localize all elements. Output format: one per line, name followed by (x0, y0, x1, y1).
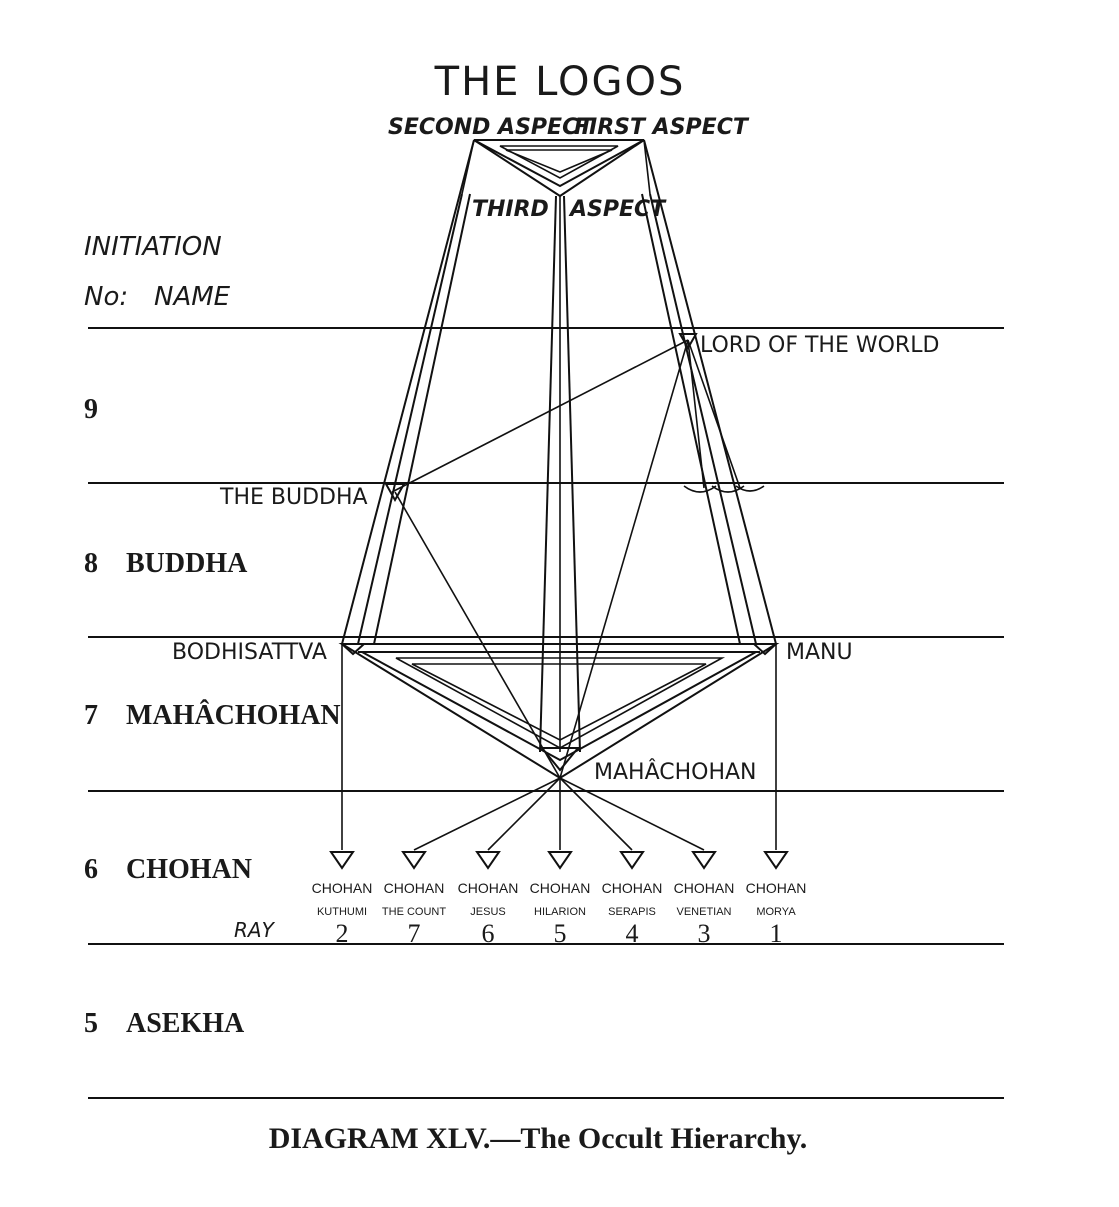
lord-of-the-world-node (678, 333, 698, 351)
logos-triangle (473, 139, 645, 197)
lower-triangle (338, 643, 780, 780)
chohan-title: CHOHAN (674, 880, 735, 896)
chohan-name: THE COUNT (382, 906, 446, 918)
ray-number: 4 (626, 919, 639, 948)
chohan-name: KUTHUMI (317, 906, 367, 918)
lord-of-the-world-label: LORD OF THE WORLD (700, 333, 939, 358)
chohan-name: HILARION (534, 906, 586, 918)
chohan-title: CHOHAN (312, 880, 373, 896)
chohan-marker (691, 851, 717, 870)
chohan-name: SERAPIS (608, 906, 656, 918)
chohan-name: VENETIAN (676, 906, 731, 918)
number-heading: No: (84, 282, 128, 312)
the-buddha-node (384, 483, 406, 503)
left-pillar (341, 139, 475, 645)
mahachohan-node (539, 747, 581, 772)
chohan-title: CHOHAN (458, 880, 519, 896)
chohan-title: CHOHAN (746, 880, 807, 896)
ray-number: 1 (770, 919, 783, 948)
ray-lines (341, 644, 777, 851)
chohan-hilarion: CHOHAN HILARION 5 (530, 851, 591, 948)
diagram-caption: DIAGRAM XLV.—The Occult Hierarchy. (269, 1122, 808, 1155)
centre-pillar (539, 195, 581, 753)
level-8-number: 8 (84, 548, 98, 579)
manu-level-marks (683, 485, 765, 493)
bodhisattva-node (339, 643, 367, 656)
chohan-marker (329, 851, 355, 870)
ray-number: 5 (554, 919, 567, 948)
buddha-to-mahachohan-line (394, 491, 561, 779)
manu-label: MANU (786, 640, 853, 665)
chohan-marker (401, 851, 427, 870)
the-buddha-label: THE BUDDHA (219, 485, 368, 510)
chohan-kuthumi: CHOHAN KUTHUMI 2 (312, 851, 373, 948)
ray-number: 3 (698, 919, 711, 948)
ray-number: 2 (336, 919, 349, 948)
manu-node (751, 643, 779, 656)
level-8-name: BUDDHA (126, 548, 248, 579)
ray-number: 7 (408, 919, 421, 948)
chohan-name: MORYA (756, 906, 796, 918)
level-9-number: 9 (84, 394, 98, 425)
chohan-marker (475, 851, 501, 870)
right-pillar (641, 139, 777, 645)
chohan-title: CHOHAN (602, 880, 663, 896)
level-5-number: 5 (84, 1008, 98, 1039)
level-6-number: 6 (84, 854, 98, 885)
third-aspect-label-right: ASPECT (568, 197, 667, 222)
diagram-title: THE LOGOS (434, 59, 686, 105)
lord-connections (391, 339, 741, 779)
first-aspect-label: FIRST ASPECT (574, 115, 750, 140)
level-5-name: ASEKHA (126, 1008, 245, 1039)
chohan-serapis: CHOHAN SERAPIS 4 (602, 851, 663, 948)
level-6-name: CHOHAN (126, 854, 252, 885)
name-heading: NAME (154, 282, 231, 312)
level-7-number: 7 (84, 700, 98, 731)
chohan-jesus: CHOHAN JESUS 6 (458, 851, 519, 948)
ray-label: RAY (234, 918, 276, 942)
initiation-heading: INITIATION (84, 232, 222, 262)
chohan-morya: CHOHAN MORYA 1 (746, 851, 807, 948)
chohan-title: CHOHAN (384, 880, 445, 896)
chohan-name: JESUS (470, 906, 505, 918)
mahachohan-label: MAHÂCHOHAN (594, 759, 757, 785)
chohan-marker (547, 851, 573, 870)
chohan-venetian: CHOHAN VENETIAN 3 (674, 851, 735, 948)
chohan-the-count: CHOHAN THE COUNT 7 (382, 851, 446, 948)
third-aspect-label-left: THIRD (472, 197, 549, 222)
chohan-title: CHOHAN (530, 880, 591, 896)
chohan-marker (619, 851, 645, 870)
bodhisattva-label: BODHISATTVA (172, 640, 327, 665)
second-aspect-label: SECOND ASPECT (388, 115, 595, 140)
ray-number: 6 (482, 919, 495, 948)
level-7-name: MAHÂCHOHAN (126, 700, 341, 731)
chohan-marker (763, 851, 789, 870)
